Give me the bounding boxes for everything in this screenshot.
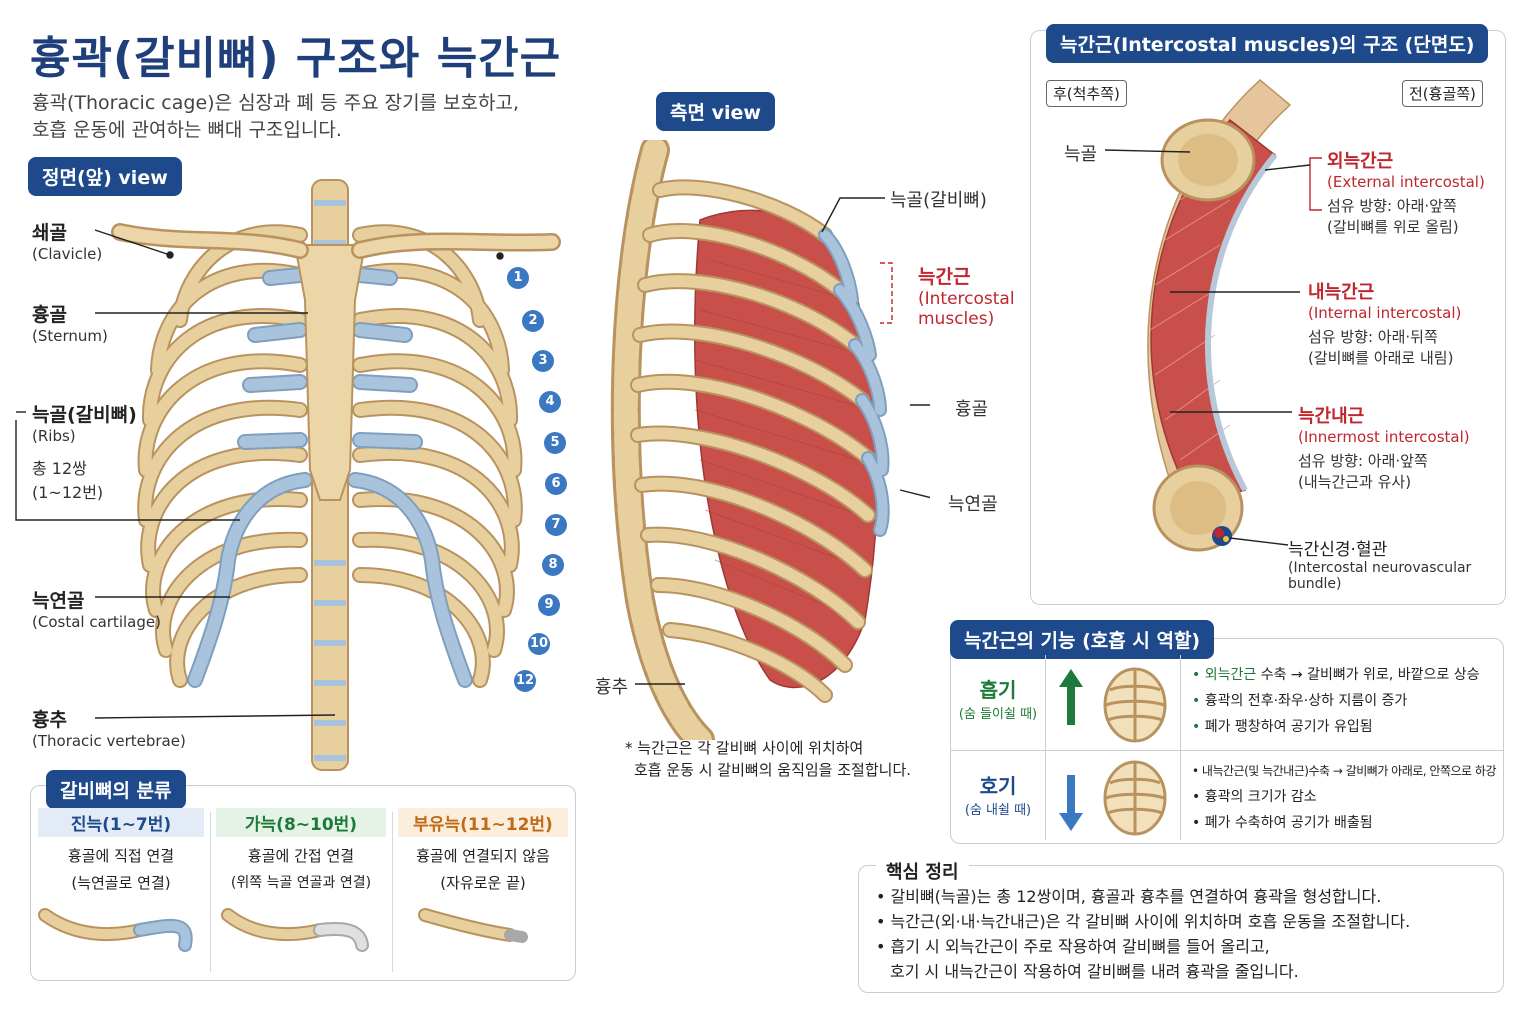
- side-ribcage-illustration: [610, 140, 890, 740]
- side-view-leaders: [635, 197, 930, 685]
- inhale-bullet-2: • 흉곽의 전후·좌우·상하 지름이 증가: [1192, 693, 1408, 709]
- false-ribs-column: 가늑(8~10번) 흉골에 간접 연결 (위쪽 늑골 연골과 연결): [216, 808, 386, 892]
- side-view-note: * 늑간근은 각 갈비뼈 사이에 위치하여 호흡 운동 시 갈비뼈의 움직임을 …: [625, 739, 912, 779]
- functions-col-divider-2: [1180, 655, 1181, 840]
- side-vertebra-label: 흉추: [595, 677, 629, 698]
- cartilage-label: 늑연골 (Costal cartilage): [32, 590, 161, 631]
- summary-tab: 핵심 정리: [876, 856, 969, 886]
- functions-panel: [950, 638, 1504, 844]
- side-view-tab[interactable]: 측면 view: [656, 92, 775, 131]
- rib-number-8: 8: [542, 554, 564, 576]
- exhale-bullets: • 내늑간근(및 늑간내근)수축 → 갈비뼈가 아래로, 안쪽으로 하강 • 흉…: [1192, 758, 1497, 836]
- classification-tab[interactable]: 갈비뼈의 분류: [46, 770, 186, 809]
- external-intercostal-label: 외늑간근 (External intercostal) 섬유 방향: 아래·앞쪽…: [1327, 151, 1485, 236]
- internal-intercostal-label: 내늑간근 (Internal intercostal) 섬유 방향: 아래·뒤쪽…: [1308, 282, 1462, 367]
- exhale-bullet-3: • 폐가 수축하여 공기가 배출됨: [1192, 815, 1373, 831]
- cross-section-tab[interactable]: 늑간근(Intercostal muscles)의 구조 (단면도): [1046, 24, 1489, 63]
- side-rib-label: 늑골(갈비뼈): [890, 190, 987, 211]
- true-ribs-column: 진늑(1~7번) 흉골에 직접 연결 (늑연골로 연결): [38, 808, 204, 893]
- exhale-bullet-2: • 흉곽의 크기가 감소: [1192, 789, 1317, 805]
- up-arrow-icon: [1059, 669, 1083, 725]
- back-direction-tag: 후(척추쪽): [1046, 80, 1127, 107]
- rib-number-5: 5: [544, 432, 566, 454]
- intercostal-cross-section-illustration: [1104, 79, 1322, 552]
- page-title: 흉곽(갈비뼈) 구조와 늑간근: [30, 33, 562, 84]
- ribs-label: 늑골(갈비뼈) (Ribs) 총 12쌍 (1~12번): [32, 404, 137, 502]
- functions-tab[interactable]: 늑간근의 기능 (호흡 시 역할): [950, 620, 1215, 659]
- page-subtitle: 흉곽(Thoracic cage)은 심장과 폐 등 주요 장기를 보호하고, …: [32, 90, 592, 143]
- innermost-intercostal-label: 늑간내근 (Innermost intercostal) 섬유 방향: 아래·앞…: [1298, 406, 1470, 491]
- side-cartilage-label: 늑연골: [948, 494, 998, 515]
- functions-col-divider-1: [1045, 655, 1046, 840]
- front-view-tab[interactable]: 정면(앞) view: [28, 157, 182, 196]
- side-intercostal-label: 늑간근 (Intercostal muscles): [918, 266, 1015, 329]
- side-sternum-label: 흉골: [955, 399, 989, 420]
- rib-number-7: 7: [545, 514, 567, 536]
- rib-number-12: 12: [514, 670, 536, 692]
- clavicle-label: 쇄골 (Clavicle): [32, 222, 103, 263]
- functions-divider: [950, 750, 1504, 751]
- vertebrae-label: 흉추 (Thoracic vertebrae): [32, 709, 186, 750]
- rib-number-10: 10: [528, 633, 550, 655]
- floating-ribs-column: 부유늑(11~12번) 흉골에 연결되지 않음 (자유로운 끝): [398, 808, 568, 893]
- class-divider-2: [392, 812, 393, 972]
- function-icons: [1059, 667, 1167, 836]
- exhale-title-block: 호기 (숨 내쉴 때): [964, 774, 1032, 818]
- rib-number-2: 2: [522, 310, 544, 332]
- sternum-label: 흉골 (Sternum): [32, 304, 108, 345]
- summary-panel: [858, 865, 1504, 993]
- inhale-bullets: • 외늑간근 수축 → 갈비뼈가 위로, 바깥으로 상승 • 흉곽의 전후·좌우…: [1192, 662, 1479, 740]
- inhale-bullet-3: • 폐가 팽창하여 공기가 유입됨: [1192, 719, 1373, 735]
- subtitle-line-2: 호흡 운동에 관여하는 뼈대 구조입니다.: [32, 118, 342, 141]
- inhale-title-block: 흡기 (숨 들이쉴 때): [958, 678, 1038, 722]
- rib-number-4: 4: [539, 391, 561, 413]
- rib-type-illustrations: [38, 908, 528, 952]
- class-divider-1: [210, 812, 211, 972]
- inhale-bullet-1: • 외늑간근 수축 → 갈비뼈가 위로, 바깥으로 상승: [1192, 667, 1480, 683]
- rib-number-3: 3: [532, 350, 554, 372]
- rib-number-9: 9: [538, 594, 560, 616]
- front-direction-tag: 전(흉골쪽): [1402, 80, 1483, 107]
- down-arrow-icon: [1059, 775, 1083, 831]
- summary-lines: • 갈비뼈(늑골)는 총 12쌍이며, 흉골과 흉추를 연결하여 흉곽을 형성합…: [876, 887, 1411, 981]
- neurovascular-bundle-label: 늑간신경·혈관 (Intercostal neurovascular bundl…: [1288, 540, 1472, 592]
- exhale-bullet-1: • 내늑간근(및 늑간내근)수축 → 갈비뼈가 아래로, 안쪽으로 하강: [1192, 764, 1497, 778]
- subtitle-line-1: 흉곽(Thoracic cage)은 심장과 폐 등 주요 장기를 보호하고,: [32, 92, 520, 114]
- cross-rib-label: 늑골: [1064, 144, 1098, 165]
- rib-number-1: 1: [507, 267, 529, 289]
- front-ribcage-illustration: [15, 179, 561, 771]
- rib-number-6: 6: [545, 473, 567, 495]
